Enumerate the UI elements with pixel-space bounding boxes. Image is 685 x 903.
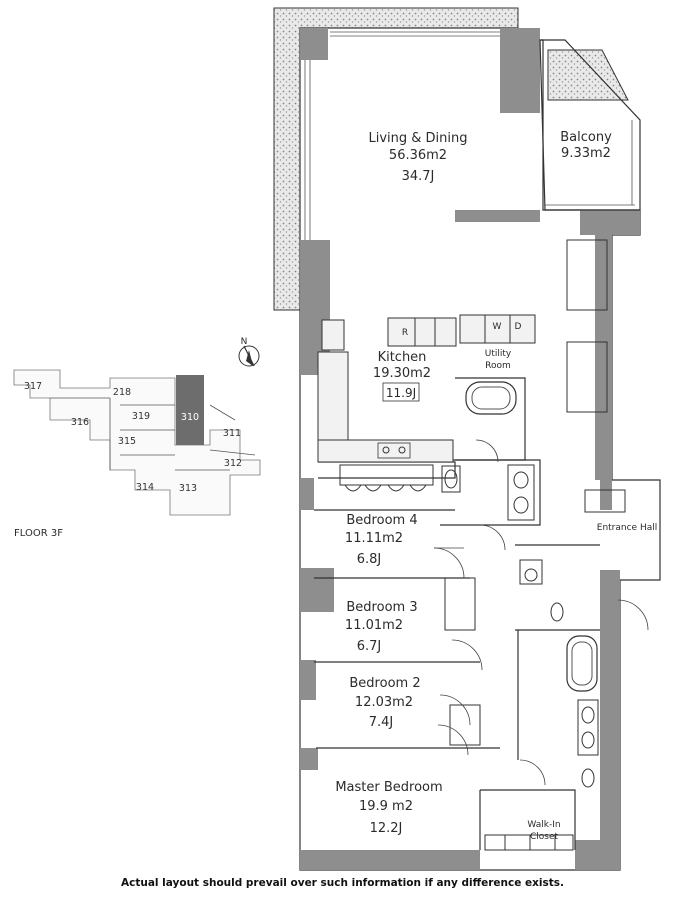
appliance-labels: R W D: [402, 322, 522, 338]
disclaimer-text: Actual layout should prevail over such i…: [120, 877, 565, 889]
unit-310-highlight: [176, 375, 204, 445]
kitchen-counter: [317, 314, 536, 463]
fixtures: [441, 464, 599, 788]
closets: [339, 239, 626, 851]
room-living-dining: Living & Dining 56.36m2 34.7J: [368, 131, 467, 184]
room-label: Master Bedroom: [335, 780, 442, 795]
room-area: 11.11m2: [345, 531, 403, 546]
room-balcony: Balcony 9.33m2: [560, 130, 612, 161]
room-label: Room: [485, 361, 511, 371]
key-unit-label: 319: [132, 411, 150, 422]
room-kitchen: Kitchen 19.30m2 11.9J: [373, 350, 431, 402]
key-unit-label: 316: [71, 417, 89, 428]
interior-walls: [314, 377, 600, 850]
key-unit-label: 218: [113, 387, 131, 398]
key-unit-label: 317: [24, 381, 42, 392]
room-walk-in-closet: Walk-In Closet: [527, 820, 560, 842]
key-unit-label: 314: [136, 482, 154, 493]
room-label: Bedroom 3: [346, 600, 417, 615]
doors: [433, 439, 649, 786]
room-utility: Utility Room: [485, 349, 512, 371]
washer-label: W: [493, 322, 502, 332]
room-tatami: 12.2J: [370, 821, 403, 836]
room-tatami: 6.8J: [357, 552, 382, 567]
room-area: 19.9 m2: [359, 799, 413, 814]
room-tatami: 34.7J: [402, 169, 435, 184]
room-tatami: 7.4J: [369, 715, 394, 730]
balcony-outline: [539, 39, 641, 211]
key-plan: 317 218 316 319 310 315 311 312 314 313 …: [13, 369, 261, 539]
room-label: Walk-In: [527, 820, 560, 830]
room-label: Bedroom 2: [349, 676, 420, 691]
key-unit-label: 315: [118, 436, 136, 447]
key-unit-label: 312: [224, 458, 242, 469]
room-area: 19.30m2: [373, 366, 431, 381]
room-area: 12.03m2: [355, 695, 413, 710]
floor-label: FLOOR 3F: [14, 528, 63, 539]
room-label: Balcony: [560, 130, 612, 145]
room-area: 9.33m2: [561, 146, 611, 161]
key-unit-label: 311: [223, 428, 241, 439]
dryer-label: D: [515, 322, 522, 332]
room-label: Utility: [485, 349, 512, 359]
room-label: Kitchen: [378, 350, 427, 365]
key-unit-label: 310: [181, 412, 199, 423]
north-compass: N: [238, 337, 260, 367]
room-master-bedroom: Master Bedroom 19.9 m2 12.2J: [335, 780, 442, 836]
bathtub: [465, 381, 598, 692]
room-bedroom-3: Bedroom 3 11.01m2 6.7J: [345, 600, 418, 654]
room-bedroom-2: Bedroom 2 12.03m2 7.4J: [349, 676, 420, 730]
living-window-lines: [304, 31, 500, 240]
room-tatami: 6.7J: [357, 639, 382, 654]
room-entrance-hall: Entrance Hall: [597, 523, 657, 533]
room-bedroom-4: Bedroom 4 11.11m2 6.8J: [345, 513, 418, 567]
refrigerator-label: R: [402, 328, 408, 338]
room-label: Entrance Hall: [597, 523, 657, 533]
key-unit-label: 313: [179, 483, 197, 494]
room-tatami: 11.9J: [386, 386, 416, 400]
balcony-railing: [545, 120, 635, 206]
north-label: N: [241, 337, 248, 347]
exterior-walls: [299, 27, 661, 871]
room-label: Living & Dining: [368, 131, 467, 146]
room-label: Closet: [530, 832, 559, 842]
room-area: 56.36m2: [389, 148, 447, 163]
room-label: Bedroom 4: [346, 513, 417, 528]
room-area: 11.01m2: [345, 618, 403, 633]
